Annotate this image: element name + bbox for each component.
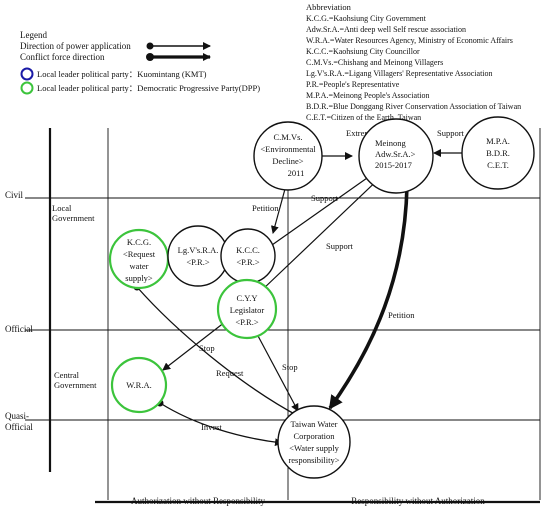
abbreviation-item: B.D.R.=Blue Donggang River Conservation …: [306, 102, 521, 111]
edge-label-support: Support: [311, 193, 339, 203]
responsibility-without-authorization-label: Responsibility without Authorization: [351, 496, 485, 506]
node-cyy: C.Y.Y Legislator <P.R.>: [216, 278, 278, 340]
node-wra-circle: [110, 356, 168, 414]
node-wra-line: W.R.A.: [126, 380, 151, 390]
legend-conflict-dot-icon: [146, 53, 154, 61]
node-kcc-line: <P.R.>: [236, 257, 259, 267]
abbreviation-list: Abbreviation K.C.G.=Kaohsiung City Gover…: [306, 2, 521, 122]
abbreviation-item: Adw.Sr.A.=Anti deep well Self rescue ass…: [306, 25, 466, 34]
edge-label-stop: Stop: [199, 343, 215, 353]
node-cyy-line: Legislator: [230, 305, 265, 315]
node-twc-line: Corporation: [293, 431, 335, 441]
node-cmvs-line: Decline>: [272, 156, 303, 166]
legend: Legend Direction of power application Co…: [20, 30, 260, 95]
abbreviation-item: P.R.=People's Representative: [306, 80, 400, 89]
quasi-official-label: Quasi-: [5, 411, 29, 421]
node-cmvs: C.M.Vs. <Environmental Decline> 2011: [253, 121, 323, 191]
node-kcc-circle: [220, 228, 276, 284]
node-meinong-line: 2015-2017: [375, 160, 412, 170]
node-kcg-line: K.C.G.: [127, 237, 151, 247]
edge-label-extreme: Extreme: [346, 128, 375, 138]
node-kcg-line: supply>: [125, 273, 153, 283]
node-meinong-line: Meinong: [375, 138, 406, 148]
legend-kmt-label: Local leader political party：Kuomintang …: [37, 69, 207, 79]
node-mpa: M.P.A. B.D.R. C.E.T.: [461, 116, 535, 190]
node-mpa-circle: [461, 116, 535, 190]
edge-cyy-to-twc: [256, 333, 299, 412]
diagram-grid: [25, 128, 541, 504]
node-wra: W.R.A.: [110, 356, 168, 414]
node-twc-line: <Water supply: [289, 443, 339, 453]
node-meinong-circle: [358, 118, 434, 194]
node-cyy-line: C.Y.Y: [236, 293, 257, 303]
node-meinong-line: Adw.Sr.A.>: [375, 149, 416, 159]
central-government-label: Government: [54, 380, 97, 390]
legend-dpp-label: Local leader political party：Democratic …: [37, 83, 260, 93]
local-government-label: Government: [52, 213, 95, 223]
abbreviation-item: C.E.T.=Citizen of the Earth, Taiwan: [306, 113, 421, 122]
node-kcc-line: K.C.C.: [236, 245, 260, 255]
edge-kcc-to-meinong: [271, 170, 378, 246]
legend-power-dot-icon: [146, 42, 154, 50]
edge-label-stop: Stop: [282, 362, 298, 372]
node-twc-circle: [277, 405, 351, 479]
node-lgv-line: <P.R.>: [186, 257, 209, 267]
edge-labels: Extreme Support Petition Support Support…: [199, 128, 465, 432]
node-mpa-line: M.P.A.: [486, 136, 510, 146]
node-cmvs-circle: [253, 121, 323, 191]
node-cyy-circle: [216, 278, 278, 340]
node-kcg-line: <Request: [123, 249, 156, 259]
edge-label-support: Support: [437, 128, 465, 138]
edge-kcg-to-twc: [136, 286, 301, 418]
node-twc-line: Taiwan Water: [291, 419, 338, 429]
edges: [133, 149, 462, 447]
abbreviation-item: K.C.G.=Kaohsiung City Government: [306, 14, 427, 23]
level-labels: Civil Local Government Official Central …: [5, 190, 97, 432]
node-mpa-line: C.E.T.: [487, 160, 509, 170]
node-cmvs-line: <Environmental: [260, 144, 316, 154]
abbreviation-title: Abbreviation: [306, 2, 352, 12]
abbreviation-item: Lg.V's.R.A.=Ligang Villagers' Representa…: [306, 69, 493, 78]
node-lgv-circle: [167, 225, 229, 287]
edge-label-invest: Invest: [201, 422, 222, 432]
node-cyy-line: <P.R.>: [235, 317, 258, 327]
abbreviation-item: W.R.A.=Water Resources Agency, Ministry …: [306, 36, 513, 45]
node-lgv: Lg.V's.R.A. <P.R.>: [167, 225, 229, 287]
node-meinong: Meinong Adw.Sr.A.> 2015-2017: [358, 118, 434, 194]
authorization-without-responsibility-label: Authorization without Responsibility: [131, 496, 265, 506]
edge-label-request: Request: [216, 368, 244, 378]
edge-label-support: Support: [326, 241, 354, 251]
edge-meinong-to-twc: [328, 185, 409, 410]
official-label: Official: [5, 324, 33, 334]
node-twc-line: responsibility>: [288, 455, 339, 465]
central-government-label: Central: [54, 370, 80, 380]
edge-wra-to-twc: [159, 402, 283, 447]
edge-label-petition: Petition: [252, 203, 279, 213]
edge-label-petition: Petition: [388, 310, 415, 320]
local-government-label: Local: [52, 203, 72, 213]
node-kcg-line: water: [130, 261, 149, 271]
edge-cyy-to-wra: [162, 321, 226, 371]
civil-label: Civil: [5, 190, 24, 200]
abbreviation-item: K.C.C.=Kaohsiung City Councillor: [306, 47, 420, 56]
node-lgv-line: Lg.V's.R.A.: [178, 245, 219, 255]
edge-cyy-to-meinong: [261, 172, 386, 291]
legend-conflict-label: Conflict force direction: [20, 52, 105, 62]
node-cmvs-line: C.M.Vs.: [273, 132, 302, 142]
legend-power-label: Direction of power application: [20, 41, 131, 51]
node-twc: Taiwan Water Corporation <Water supply r…: [277, 405, 351, 479]
kmt-circle-icon: [20, 67, 34, 81]
node-mpa-line: B.D.R.: [486, 148, 510, 158]
abbreviation-item: C.M.Vs.=Chishang and Meinong Villagers: [306, 58, 443, 67]
dpp-circle-icon: [20, 81, 34, 95]
legend-title: Legend: [20, 30, 47, 40]
node-kcc: K.C.C. <P.R.>: [220, 228, 276, 284]
quasi-official-label: Official: [5, 422, 33, 432]
node-cmvs-line: 2011: [288, 168, 305, 178]
node-kcg: K.C.G. <Request water supply>: [108, 228, 170, 290]
abbreviation-item: M.P.A.=Meinong People's Association: [306, 91, 430, 100]
